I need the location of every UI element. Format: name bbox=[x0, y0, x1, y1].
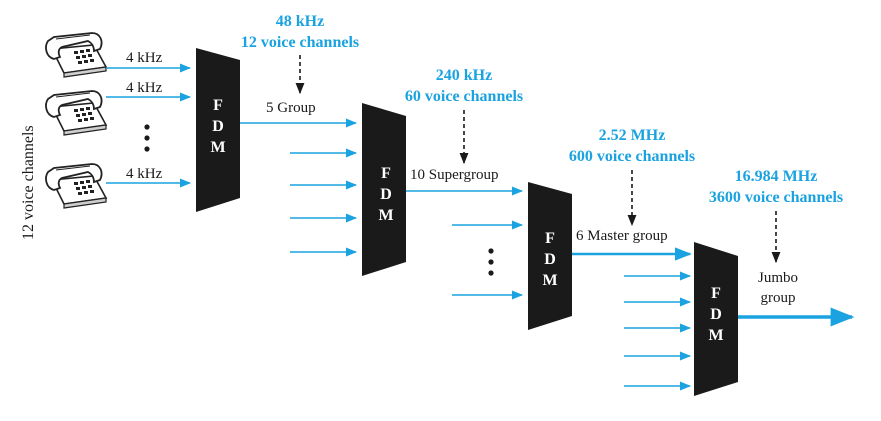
fdm-letter: D bbox=[212, 118, 224, 135]
telephone-icon bbox=[45, 32, 107, 78]
fdm-letter: D bbox=[380, 186, 392, 203]
fdm-letter: M bbox=[542, 272, 557, 289]
vertical-ellipsis-icon bbox=[144, 124, 150, 152]
note-frequency: 2.52 MHz bbox=[599, 127, 666, 144]
fdm-multiplexer-4 bbox=[694, 242, 738, 396]
fdm-multiplexer-1 bbox=[196, 48, 240, 212]
note-frequency: 240 kHz bbox=[436, 67, 492, 84]
telephone-icon bbox=[45, 163, 107, 209]
output-label-jumbo: group bbox=[761, 290, 796, 306]
fdm-multiplexer-3 bbox=[528, 182, 572, 330]
fdm-letter: F bbox=[711, 285, 721, 302]
fdm-multiplexer-2 bbox=[362, 103, 406, 276]
fdm-letter: M bbox=[708, 327, 723, 344]
output-label-group: 5 Group bbox=[266, 100, 316, 116]
fdm-letter: D bbox=[544, 251, 556, 268]
phone-rate-label: 4 kHz bbox=[126, 50, 163, 66]
note-channels: 3600 voice channels bbox=[709, 189, 843, 206]
output-label-supergroup: 10 Supergroup bbox=[410, 167, 498, 183]
vertical-ellipsis-icon bbox=[488, 248, 494, 276]
output-label-jumbo: Jumbo bbox=[758, 270, 798, 286]
note-channels: 12 voice channels bbox=[241, 34, 359, 51]
fdm-letter: F bbox=[545, 230, 555, 247]
fdm-letter: F bbox=[213, 97, 223, 114]
phone-rate-label: 4 kHz bbox=[126, 166, 163, 182]
note-frequency: 48 kHz bbox=[276, 13, 324, 30]
side-label-voice-channels: 12 voice channels bbox=[20, 125, 37, 240]
note-channels: 600 voice channels bbox=[569, 148, 695, 165]
note-channels: 60 voice channels bbox=[405, 88, 523, 105]
fdm-letter: D bbox=[710, 306, 722, 323]
fdm-letter: M bbox=[210, 139, 225, 156]
fdm-letter: F bbox=[381, 165, 391, 182]
output-label-master-group: 6 Master group bbox=[576, 228, 668, 244]
fdm-letter: M bbox=[378, 207, 393, 224]
phone-rate-label: 4 kHz bbox=[126, 80, 163, 96]
note-frequency: 16.984 MHz bbox=[735, 168, 818, 185]
telephone-icon bbox=[45, 90, 107, 136]
